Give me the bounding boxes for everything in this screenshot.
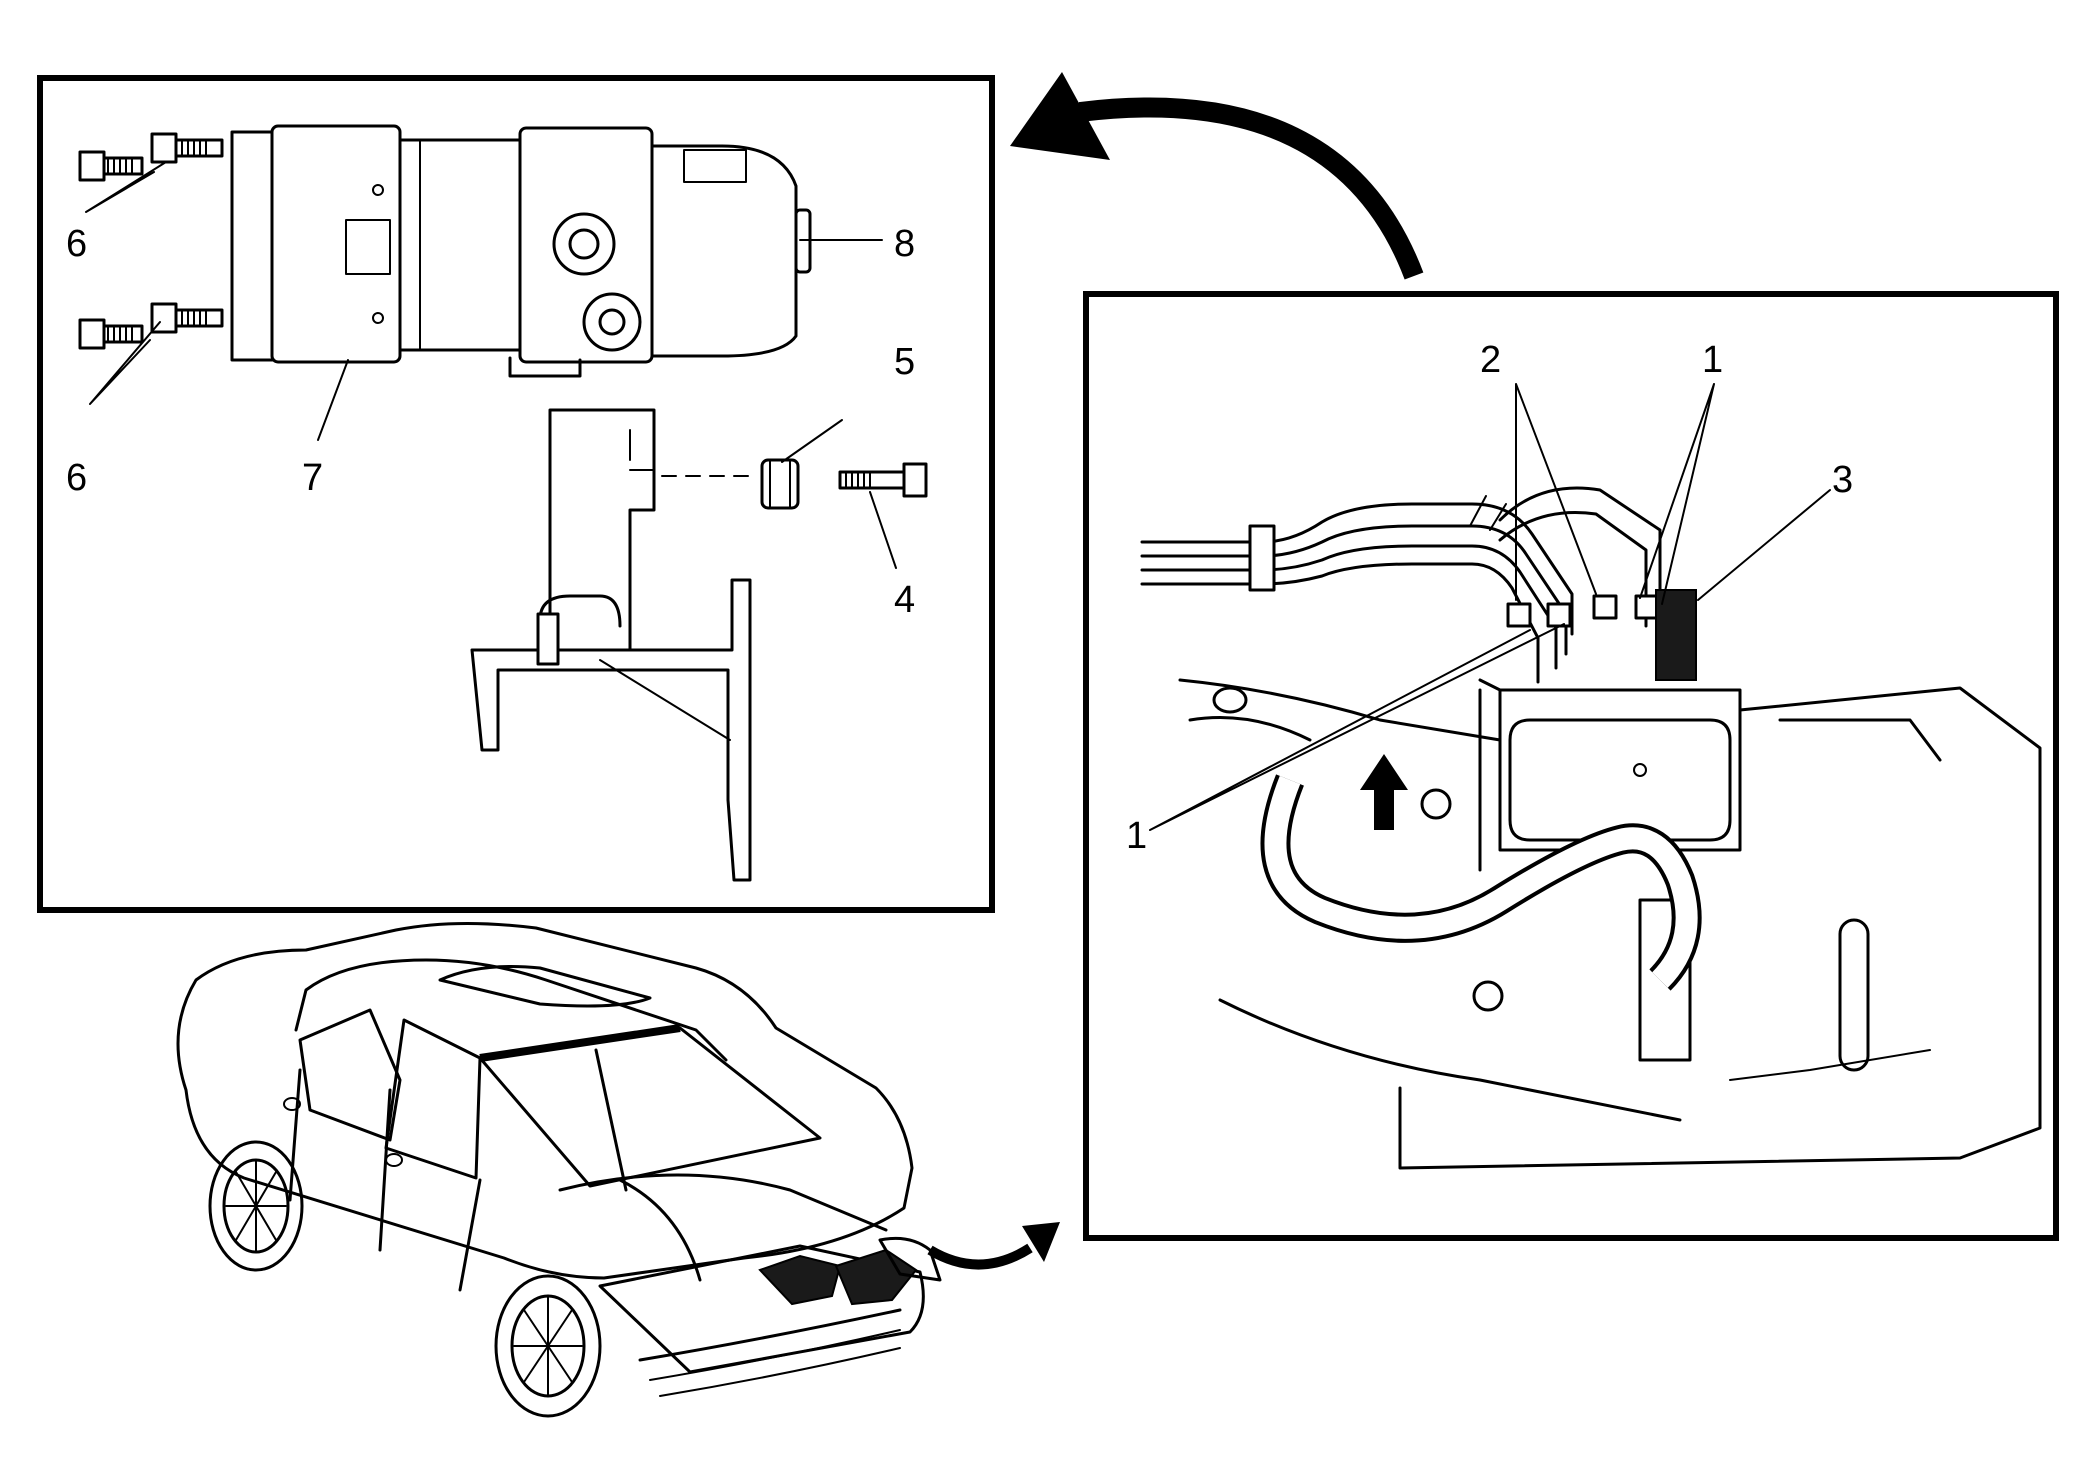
mounting-bolt (1472, 980, 1504, 1012)
callout-motor: 8 (894, 223, 915, 265)
bracket-insulator (661, 458, 800, 510)
bolt-top-left (78, 150, 144, 182)
callout-outlet-lines-right: 1 (1702, 339, 1723, 381)
detail-panel-frame (37, 75, 995, 913)
detail-panel: 6 6 7 8 5 4 (37, 75, 995, 913)
headlight (878, 1236, 942, 1282)
leader-insulator (781, 419, 843, 463)
callout-inlet-lines: 2 (1480, 339, 1501, 381)
leader-bolts-bottom (89, 321, 161, 405)
leader-bracket-bolt (869, 491, 897, 569)
leader-outlet-right (1639, 383, 1715, 605)
callout-insulator: 5 (894, 341, 915, 383)
leader-inlet-lines (1515, 383, 1597, 601)
callout-bracket-bolt: 4 (894, 579, 915, 621)
leader-connector (1697, 489, 1831, 601)
modulator-bracket (470, 408, 752, 882)
front-wheel (494, 1274, 602, 1418)
up-arrow-icon (1360, 754, 1408, 830)
electrical-connector (1655, 589, 1697, 681)
zoom-arrow-upper (1010, 72, 1424, 280)
mounting-bolt (1420, 788, 1452, 820)
bolt-bottom-right (150, 302, 224, 334)
vehicle-sedan (176, 921, 942, 1418)
callout-connector: 3 (1832, 459, 1853, 501)
pump-motor (508, 126, 812, 378)
zoom-arrow-lower (927, 1222, 1060, 1270)
callout-modulator-body: 7 (302, 457, 323, 499)
brake-lines (1140, 486, 1662, 684)
callout-bolts-top: 6 (66, 223, 87, 265)
callout-bolts-bottom: 6 (66, 457, 87, 499)
ebcm-modulator-assembly (1478, 678, 1742, 872)
leader-body (317, 359, 349, 441)
location-panel: 1 2 3 1 (1083, 291, 2059, 1241)
grille (758, 1254, 842, 1306)
leader-outlet-left (1149, 623, 1565, 831)
brake-modulator-body (230, 124, 522, 364)
bolt-bottom-left (78, 318, 144, 350)
bracket-bolt (838, 462, 928, 498)
sunroof (438, 965, 652, 1008)
rear-wheel (208, 1140, 304, 1272)
leader-bolts-top (85, 161, 167, 213)
bolt-top-right (150, 132, 224, 164)
callout-outlet-lines-left: 1 (1126, 815, 1147, 857)
